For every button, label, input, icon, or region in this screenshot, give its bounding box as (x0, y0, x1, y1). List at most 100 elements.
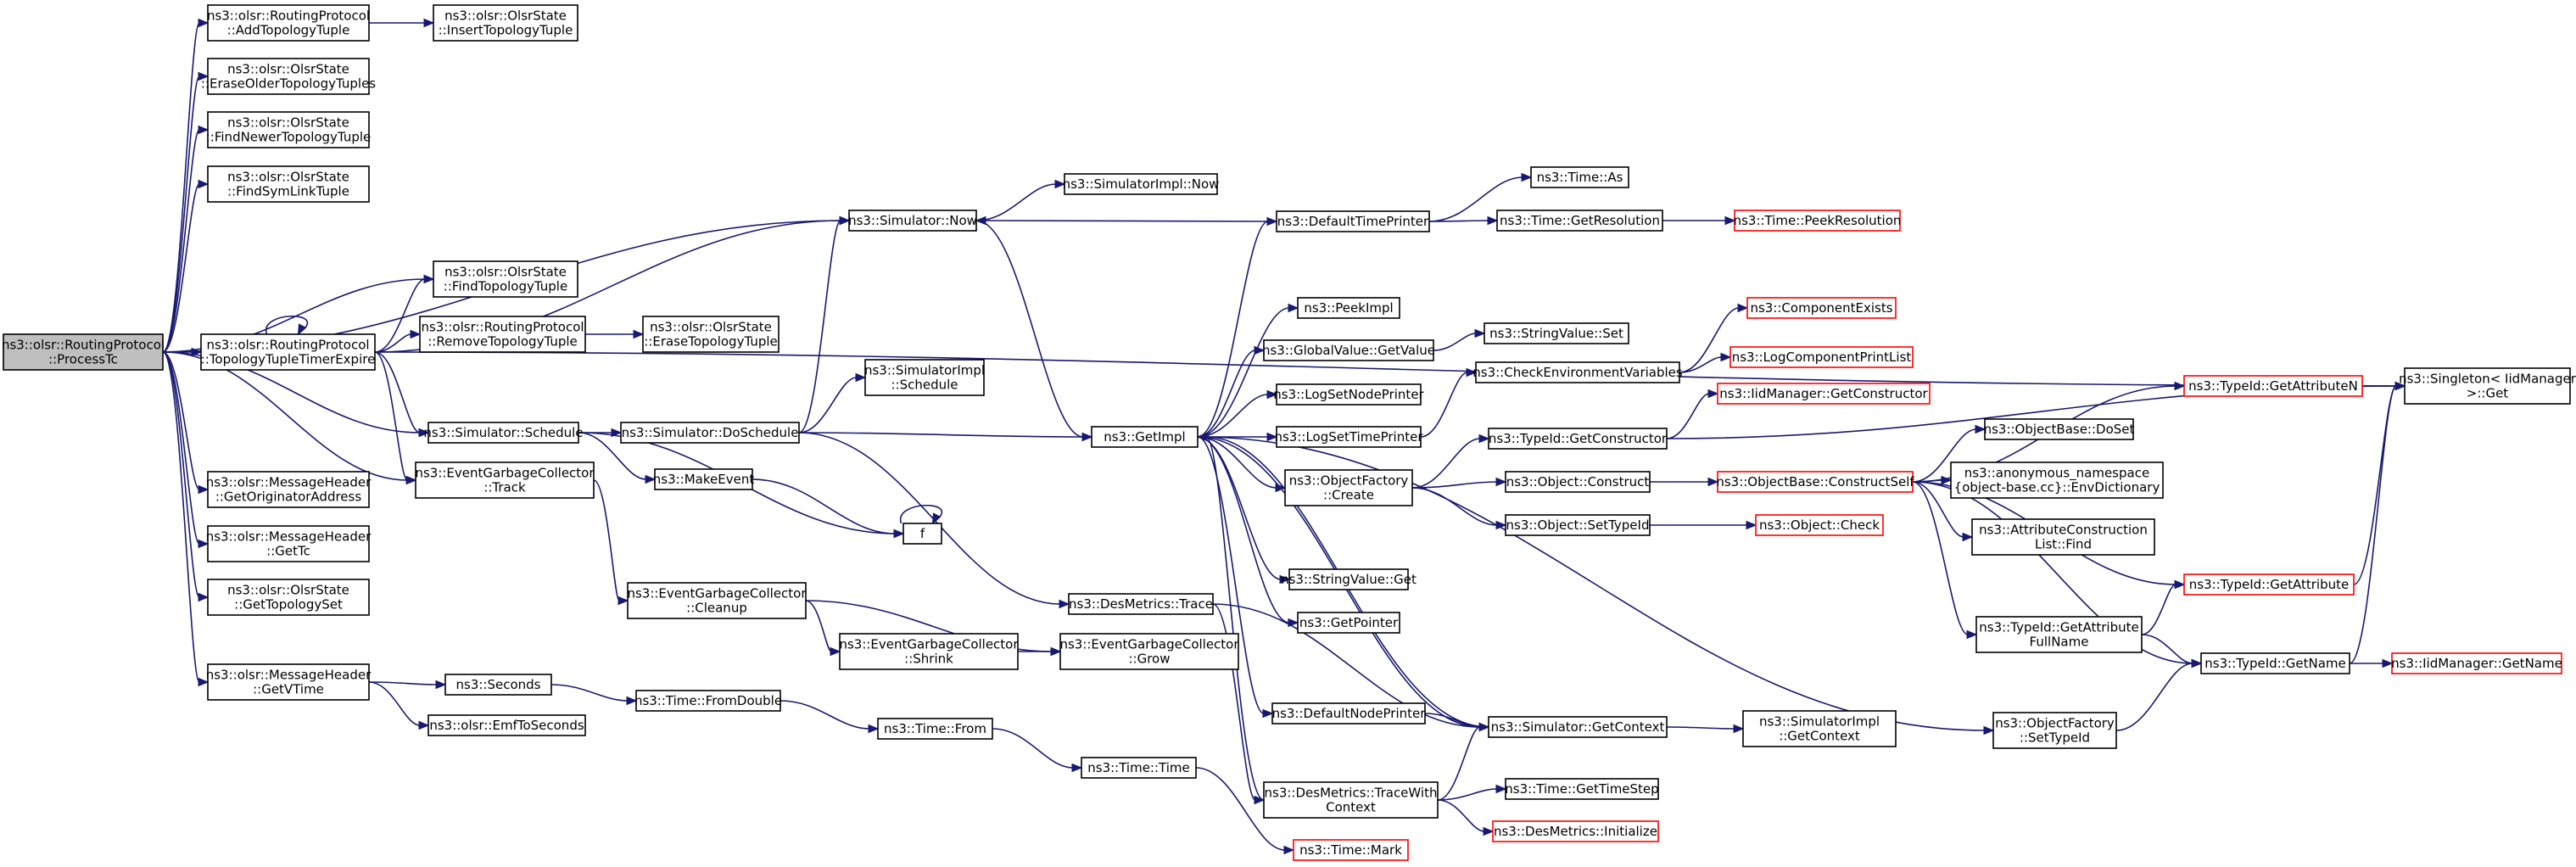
node-objcheck[interactable]: ns3::Object::Check (1755, 514, 1884, 536)
node-dnp[interactable]: ns3::DefaultNodePrinter (1271, 702, 1427, 724)
node-erasett[interactable]: ns3::olsr::OlsrState::EraseTopologyTuple (642, 316, 780, 353)
node-makeevent[interactable]: ns3::MakeEvent (653, 468, 755, 490)
node-time[interactable]: ns3::Time::Time (1081, 757, 1197, 779)
node-root[interactable]: ns3::olsr::RoutingProtocol::ProcessTc (2, 333, 165, 371)
node-box (1950, 461, 2164, 499)
node-box (627, 582, 807, 619)
node-simimplsched[interactable]: ns3::SimulatorImpl::Schedule (864, 359, 985, 396)
node-obconstructself[interactable]: ns3::ObjectBase::ConstructSelf (1716, 471, 1914, 493)
node-seconds[interactable]: ns3::Seconds (444, 674, 552, 696)
node-label: ns3::TypeId::GetAttributeN (2188, 378, 2358, 394)
node-objsettid[interactable]: ns3::Object::SetTypeId (1505, 514, 1651, 536)
node-f[interactable]: f (902, 523, 942, 545)
node-box (433, 4, 578, 42)
edge-seconds-fromdouble (550, 684, 638, 706)
node-destrace[interactable]: ns3::DesMetrics::Trace (1068, 593, 1214, 615)
node-label: ::FindTopologyTuple (444, 279, 567, 294)
edge-dosched-getimpl (798, 432, 1093, 442)
node-gettopset[interactable]: ns3::olsr::OlsrState::GetTopologySet (207, 579, 370, 616)
node-box (864, 359, 985, 396)
edge-fromdouble-from (780, 700, 880, 734)
node-getimpl[interactable]: ns3::GetImpl (1091, 426, 1199, 448)
node-tidgetattr[interactable]: ns3::TypeId::GetAttribute (2183, 573, 2355, 596)
node-getptr[interactable]: ns3::GetPointer (1297, 612, 1400, 634)
node-ttexp[interactable]: ns3::olsr::RoutingProtocol::TopologyTupl… (200, 333, 376, 371)
node-label: ns3::DesMetrics::Initialize (1494, 824, 1657, 839)
node-desinit[interactable]: ns3::DesMetrics::Initialize (1492, 820, 1659, 842)
node-tidgetctor[interactable]: ns3::TypeId::GetConstructor (1488, 428, 1668, 450)
node-tidgetattrn[interactable]: ns3::TypeId::GetAttributeN (2183, 375, 2363, 397)
node-timeas[interactable]: ns3::Time::As (1530, 166, 1629, 188)
node-svset[interactable]: ns3::StringValue::Set (1484, 322, 1629, 344)
node-lognode[interactable]: ns3::LogSetNodePrinter (1273, 383, 1425, 406)
node-label: FullName (2030, 635, 2089, 650)
node-dtp[interactable]: ns3::DefaultTimePrinter (1276, 210, 1430, 232)
node-svget[interactable]: ns3::StringValue::Get (1281, 568, 1417, 590)
node-gvget[interactable]: ns3::GlobalValue::GetValue (1262, 339, 1435, 361)
node-addtt[interactable]: ns3::olsr::RoutingProtocol::AddTopologyT… (207, 4, 370, 42)
edge-remtt-erasett (585, 329, 645, 339)
edge-root-findsym (162, 179, 210, 353)
node-box (1288, 568, 1409, 590)
node-label: ns3::ObjectBase::DoSet (1984, 422, 2135, 437)
node-label: {object-base.cc}::EnvDictionary (1954, 480, 2160, 495)
node-instt[interactable]: ns3::olsr::OlsrState::InsertTopologyTupl… (433, 4, 578, 42)
node-box (620, 422, 800, 444)
node-mark[interactable]: ns3::Time::Mark (1293, 839, 1409, 861)
node-logtime[interactable]: ns3::LogSetTimePrinter (1274, 426, 1423, 448)
node-tidgetname[interactable]: ns3::TypeId::GetName (2200, 652, 2350, 674)
node-timeres[interactable]: ns3::Time::GetResolution (1496, 210, 1663, 232)
node-simsched[interactable]: ns3::Simulator::Schedule (423, 422, 584, 444)
node-from[interactable]: ns3::Time::From (877, 718, 993, 740)
node-timestep[interactable]: ns3::Time::GetTimeStep (1505, 778, 1659, 800)
node-getorig[interactable]: ns3::olsr::MessageHeader::GetOriginatorA… (206, 471, 372, 508)
node-label: ns3::IidManager::GetConstructor (1719, 386, 1928, 401)
node-logcomp[interactable]: ns3::LogComponentPrintList (1729, 346, 1914, 368)
node-emf[interactable]: ns3::olsr::EmfToSeconds (427, 714, 586, 736)
node-remtt[interactable]: ns3::olsr::RoutingProtocol::RemoveTopolo… (419, 316, 586, 353)
node-fromdouble[interactable]: ns3::Time::FromDouble (634, 690, 782, 712)
node-findsym[interactable]: ns3::olsr::OlsrState::FindSymLinkTuple (207, 165, 370, 203)
node-findtt[interactable]: ns3::olsr::OlsrState::FindTopologyTuple (433, 260, 578, 298)
node-anonenv[interactable]: ns3::anonymous_namespace{object-base.cc}… (1950, 461, 2164, 499)
node-simnow[interactable]: ns3::Simulator::Now (848, 210, 977, 232)
node-simimplnow[interactable]: ns3::SimulatorImpl::Now (1063, 173, 1220, 195)
node-compexists[interactable]: ns3::ComponentExists (1746, 297, 1897, 319)
node-iidgetname[interactable]: ns3::IidManager::GetName (2391, 652, 2562, 674)
node-egcgrow[interactable]: ns3::EventGarbageCollector::Grow (1059, 633, 1239, 670)
node-simimplctx[interactable]: ns3::SimulatorImpl::GetContext (1742, 710, 1897, 747)
node-singleton[interactable]: ns3::Singleton< IidManager>::Get (2399, 367, 2576, 405)
node-chkenv[interactable]: ns3::CheckEnvironmentVariables (1472, 361, 1683, 383)
node-ofcreate[interactable]: ns3::ObjectFactory::Create (1284, 469, 1413, 506)
node-box (839, 633, 1019, 670)
node-peekimpl[interactable]: ns3::PeekImpl (1297, 297, 1400, 319)
node-findnewer[interactable]: ns3::olsr::OlsrState::FindNewerTopologyT… (206, 111, 372, 148)
edge-dtp-simnow (975, 215, 1277, 226)
node-box (1297, 297, 1400, 319)
node-label: ns3::GlobalValue::GetValue (1262, 343, 1435, 358)
node-dosched[interactable]: ns3::Simulator::DoSchedule (620, 422, 800, 444)
node-objconstruct[interactable]: ns3::Object::Construct (1505, 471, 1651, 493)
node-ofsettid[interactable]: ns3::ObjectFactory::SetTypeId (1992, 712, 2117, 749)
node-label: ::GetOriginatorAddress (215, 489, 362, 505)
node-label: ::InsertTopologyTuple (439, 23, 573, 38)
node-peekres[interactable]: ns3::Time::PeekResolution (1734, 210, 1902, 232)
node-simctx[interactable]: ns3::Simulator::GetContext (1488, 716, 1668, 738)
edge-egcshrink-egcgrow (1017, 646, 1062, 657)
node-iidgetctor[interactable]: ns3::IidManager::GetConstructor (1717, 383, 1931, 405)
node-gettc[interactable]: ns3::olsr::MessageHeader::GetTc (206, 525, 372, 562)
node-label: ::GetTopologySet (234, 597, 343, 612)
node-box (207, 471, 370, 508)
node-label: ns3::Singleton< IidManager (2399, 372, 2576, 387)
node-egctrack[interactable]: ns3::EventGarbageCollector::Track (415, 461, 595, 499)
edge-ofcreate-objsettid (1411, 487, 1507, 530)
node-egcshrink[interactable]: ns3::EventGarbageCollector::Shrink (839, 633, 1019, 670)
node-getvtime[interactable]: ns3::olsr::MessageHeader::GetVTime (206, 663, 372, 701)
node-egccleanup[interactable]: ns3::EventGarbageCollector::Cleanup (627, 582, 807, 619)
node-obdoset[interactable]: ns3::ObjectBase::DoSet (1984, 418, 2135, 440)
node-eraseolder[interactable]: ns3::olsr::OlsrState::EraseOlderTopology… (201, 58, 376, 95)
